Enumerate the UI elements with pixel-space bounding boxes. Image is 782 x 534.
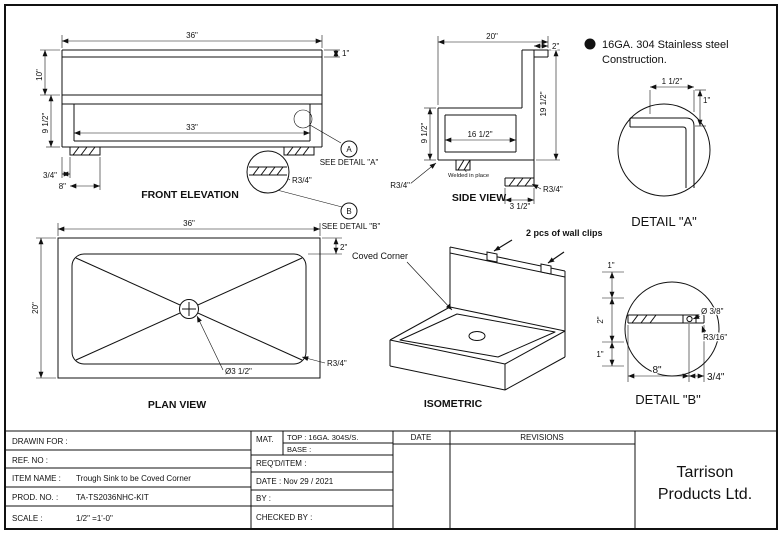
detail-a-circle [617, 103, 711, 197]
prod-no-value: TA-TS2036NHC-KIT [76, 493, 149, 502]
balloon-b [340, 202, 358, 220]
detail-b-radius-label: R3/16" [703, 333, 727, 342]
plan-view-dim-lines [36, 223, 342, 379]
side-radius-right-label: R3/4" [543, 185, 563, 194]
front-dim-inner-width: 33" [186, 123, 198, 132]
isometric-title: ISOMETRIC [424, 398, 483, 410]
revisions-column-header: REVISIONS [520, 433, 564, 442]
balloon-a-letter: A [346, 145, 352, 154]
detail-a-title: DETAIL "A" [631, 214, 697, 229]
plan-view: 36" 2" 20" R3/4" Ø3 1/2" PLAN VIEW [30, 218, 349, 411]
side-dim-clip: 3 1/2" [510, 202, 531, 211]
plan-dim-width: 36" [183, 219, 195, 228]
sheet-border [4, 4, 778, 530]
front-dim-bracket-offset: 3/4" [43, 171, 57, 180]
plan-view-drawing [57, 237, 321, 379]
see-detail-a-label: SEE DETAIL "A" [320, 158, 379, 167]
side-dim-total-height: 19 1/2" [539, 91, 548, 116]
company-name-line2: Products Ltd. [658, 486, 752, 503]
side-view: 20" 2" 19 1/2" 9 1/2" 16 1/2" R3/4" Weld… [389, 31, 564, 213]
date-value: DATE : Nov 29 / 2021 [256, 477, 334, 486]
title-block-grid [6, 430, 776, 528]
side-view-title: SIDE VIEW [452, 192, 506, 204]
detail-b-view: 1" 2" 1" 8" 3/4" Ø 3/8" R3/16" DETAIL "B… [595, 260, 729, 407]
detail-b-dim-bottom-left: 1" [596, 350, 603, 359]
material-note-line1: 16GA. 304 Stainless steel [602, 39, 729, 51]
detail-a-profile [629, 117, 695, 188]
detail-a-dim-turndown: 1" [703, 96, 710, 105]
bracket-detail-bubble [246, 150, 290, 194]
plan-drain-label: Ø3 1/2" [225, 367, 252, 376]
side-view-drawing [437, 49, 549, 187]
front-elevation-drawing [61, 49, 323, 156]
detail-a-dim-return: 1 1/2" [662, 77, 683, 86]
detail-b-hole-label: Ø 3/8" [701, 307, 724, 316]
ref-no-label: REF. NO : [12, 456, 48, 465]
item-name-label: ITEM NAME : [12, 474, 61, 483]
front-elevation-dim-lines [40, 35, 343, 208]
scale-label: SCALE : [12, 514, 43, 523]
isometric-drawing [389, 246, 566, 391]
side-radius-left-label: R3/4" [390, 181, 410, 190]
front-dim-bracket-width: 8" [59, 182, 66, 191]
title-block: DRAWIN FOR : REF. NO : ITEM NAME : Troug… [6, 430, 776, 528]
front-dim-backsplash-height: 10" [35, 69, 44, 81]
plan-view-title: PLAN VIEW [148, 399, 206, 411]
detail-b-profile [627, 314, 705, 324]
front-dim-width: 36" [186, 31, 198, 40]
plan-radius-label: R3/4" [327, 359, 347, 368]
welded-in-place-note: Welded in place [448, 173, 489, 179]
checked-by-label: CHECKED BY : [256, 513, 312, 522]
material-note: 16GA. 304 Stainless steel Construction. [584, 38, 729, 66]
date-column-header: DATE [411, 433, 432, 442]
plan-dim-rim: 2" [340, 243, 347, 252]
see-detail-b-label: SEE DETAIL "B" [322, 222, 381, 231]
front-elevation-title: FRONT ELEVATION [141, 189, 239, 201]
item-name-value: Trough Sink to be Coved Corner [76, 474, 191, 483]
reqd-item-label: REQ'D/ITEM : [256, 459, 306, 468]
detail-a-dim-lines [649, 84, 706, 127]
company-name-line1: Tarrison [677, 464, 734, 481]
isometric-view: 2 pcs of wall clips Coved Corner ISOMETR… [351, 227, 604, 410]
coved-corner-label: Coved Corner [352, 251, 408, 261]
detail-b-dim-top: 1" [607, 261, 614, 270]
material-note-line2: Construction. [602, 54, 667, 66]
front-elevation-view: 36" 1" 10" 9 1/2" 33" 3/4" 8" A SEE DETA… [34, 30, 382, 233]
mat-label: MAT. [256, 435, 274, 444]
side-dim-top-ledge: 2" [552, 42, 559, 51]
balloon-b-letter: B [346, 207, 351, 216]
front-dim-bowl-depth: 9 1/2" [41, 113, 50, 134]
side-dim-bowl-depth: 9 1/2" [420, 123, 429, 144]
prod-no-label: PROD. NO. : [12, 493, 58, 502]
wall-clips-label: 2 pcs of wall clips [526, 228, 603, 238]
mat-base-value: BASE : [287, 445, 311, 454]
detail-a-view: 1 1/2" 1" DETAIL "A" [617, 76, 712, 229]
side-view-dim-lines [409, 36, 560, 204]
front-radius-label: R3/4" [292, 176, 312, 185]
detail-b-circle [624, 281, 720, 377]
mat-top-value: TOP : 16GA. 304S/S. [287, 433, 358, 442]
front-dim-top-roll: 1" [342, 49, 349, 58]
detail-b-dim-middle: 2" [596, 316, 605, 323]
detail-b-dim-lines [602, 271, 707, 382]
detail-b-dim-length: 8" [652, 365, 662, 376]
detail-b-dim-end-offset: 3/4" [707, 372, 725, 383]
drawn-for-label: DRAWIN FOR : [12, 437, 68, 446]
detail-b-title: DETAIL "B" [635, 392, 701, 407]
side-dim-inner-depth: 16 1/2" [467, 130, 492, 139]
scale-value: 1/2" =1'-0" [76, 514, 113, 523]
side-dim-depth: 20" [486, 32, 498, 41]
plan-dim-depth: 20" [31, 302, 40, 314]
bullet-icon [584, 38, 596, 50]
isometric-leaders [406, 239, 565, 311]
balloon-a [340, 140, 358, 158]
detail-a-indicator-circle [293, 109, 313, 129]
by-label: BY : [256, 494, 271, 503]
